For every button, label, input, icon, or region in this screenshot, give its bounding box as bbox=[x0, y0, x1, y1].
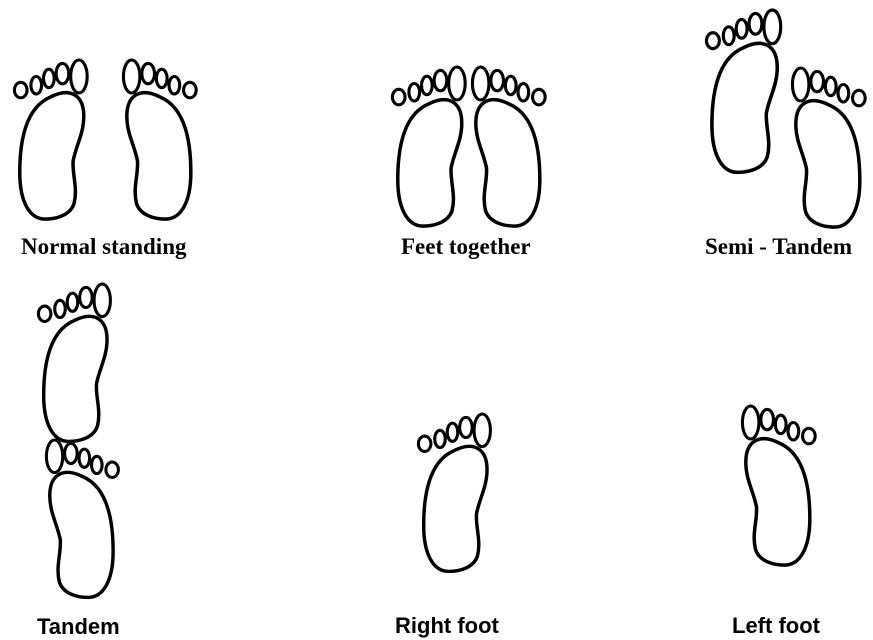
label-tandem: Tandem bbox=[37, 616, 120, 638]
feet-together-right-foot bbox=[392, 67, 465, 226]
label-feet-together: Feet together bbox=[401, 235, 531, 258]
tandem-left-foot bbox=[46, 440, 118, 597]
label-right-foot: Right foot bbox=[395, 615, 499, 637]
semi-tandem-right-foot bbox=[706, 10, 780, 172]
tandem-right-foot bbox=[38, 284, 110, 441]
label-semi-tandem: Semi - Tandem bbox=[705, 235, 852, 258]
normal-standing-right-foot bbox=[14, 60, 87, 219]
semi-tandem-left-foot bbox=[792, 68, 865, 227]
feet-together-left-foot bbox=[472, 67, 545, 226]
label-left-foot: Left foot bbox=[732, 615, 820, 637]
label-normal-standing: Normal standing bbox=[21, 235, 187, 258]
right-foot-drawing bbox=[418, 414, 490, 571]
normal-standing-left-foot bbox=[123, 60, 196, 219]
left-foot-drawing bbox=[742, 406, 815, 565]
